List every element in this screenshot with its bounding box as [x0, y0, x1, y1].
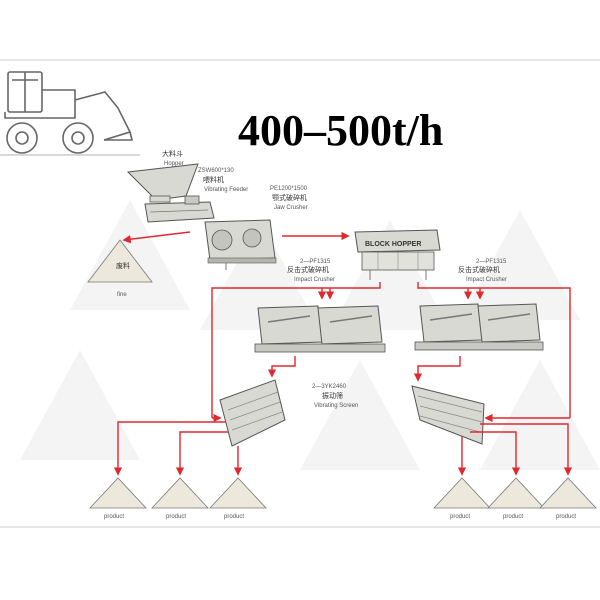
block-hopper-label: BLOCK HOPPER: [365, 241, 421, 248]
product-pile-3: [209, 477, 267, 509]
impact-crusher-left-pair: 2—PF1315 反击式破碎机 Impact Crusher: [254, 259, 386, 353]
wheel-loader-icon: [0, 71, 140, 156]
fines-label-cn: 废料: [116, 261, 130, 270]
impact-left-label-cn: 反击式破碎机: [287, 265, 329, 274]
vibrating-feeder: ZSW600*130 喂料机 Vibrating Feeder: [144, 168, 248, 223]
product-pile-4: [433, 477, 491, 509]
impact-left-label-en: Impact Crusher: [294, 277, 335, 283]
product-label-1: product: [104, 514, 124, 520]
jaw-label-cn: 颚式破碎机: [272, 193, 307, 202]
jaw-model: PE1200*1500: [270, 186, 308, 192]
screen-label-cn: 振动筛: [322, 391, 343, 400]
product-pile-2: [151, 477, 209, 509]
jaw-label-en: Jaw Crusher: [274, 205, 308, 211]
screen-model: 2—3YK2460: [312, 384, 347, 390]
product-label-4: product: [450, 514, 470, 520]
feeder-label-cn: 喂料机: [203, 175, 224, 184]
impact-crusher-right-pair: 2—PF1315 反击式破碎机 Impact Crusher: [414, 259, 544, 351]
hopper: 大料斗 Hopper: [126, 149, 199, 203]
flow-arrows: [113, 231, 573, 476]
vibrating-screen-right: [411, 385, 485, 445]
background-watermark: [20, 200, 600, 470]
block-hopper: BLOCK HOPPER: [354, 229, 441, 280]
vibrating-screen-left: [219, 379, 286, 447]
product-piles: product product product product product …: [89, 477, 597, 520]
hopper-label-cn: 大料斗: [162, 149, 183, 158]
impact-right-label-en: Impact Crusher: [466, 277, 507, 283]
product-label-6: product: [556, 514, 576, 520]
screen-label-en: Vibrating Screen: [314, 403, 358, 409]
product-pile-5: [487, 477, 545, 509]
product-pile-6: [539, 477, 597, 509]
fines-label-en: fine: [117, 292, 127, 298]
capacity-title: 400–500t/h: [238, 106, 443, 155]
impact-right-label-cn: 反击式破碎机: [458, 265, 500, 274]
impact-right-model: 2—PF1315: [476, 259, 507, 265]
product-pile-1: [89, 477, 147, 509]
product-label-5: product: [503, 514, 523, 520]
impact-left-model: 2—PF1315: [300, 259, 331, 265]
feeder-model: ZSW600*130: [198, 168, 234, 174]
jaw-crusher: PE1200*1500 颚式破碎机 Jaw Crusher: [204, 186, 308, 270]
feeder-label-en: Vibrating Feeder: [204, 187, 248, 193]
product-label-2: product: [166, 514, 186, 520]
fines-pile: 废料 fine: [87, 239, 153, 298]
hopper-label-en: Hopper: [164, 161, 184, 167]
product-label-3: product: [224, 514, 244, 520]
